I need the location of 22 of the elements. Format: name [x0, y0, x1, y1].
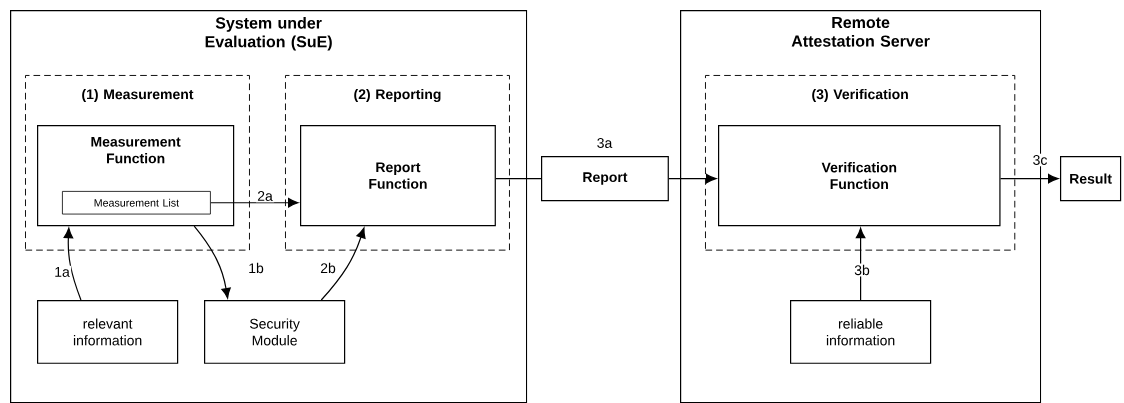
process-box: Report: [541, 156, 669, 202]
process-box: Verification Function: [718, 125, 1001, 227]
arrow: [999, 173, 1059, 184]
arrow: [210, 197, 299, 208]
input-box: reliable information: [790, 300, 932, 364]
input-box: relevant information: [37, 300, 179, 364]
arrow: [855, 227, 866, 301]
process-box: Report Function: [300, 125, 496, 227]
edge-label: 2b: [318, 261, 338, 275]
edge-label: 2a: [255, 189, 275, 203]
edge-label: 3b: [852, 263, 872, 277]
arrow: [320, 227, 366, 301]
list-box: Measurement List: [62, 191, 211, 215]
edge-label: 3c: [1031, 153, 1049, 167]
step-label: 3a: [597, 138, 613, 148]
edge-label: 1a: [52, 265, 72, 279]
arrow: [668, 173, 717, 184]
arrow: [63, 227, 82, 301]
edge-label: 1b: [246, 261, 266, 275]
arrow: [193, 225, 231, 299]
input-box: Security Module: [204, 300, 346, 364]
process-box: Result: [1060, 156, 1122, 202]
